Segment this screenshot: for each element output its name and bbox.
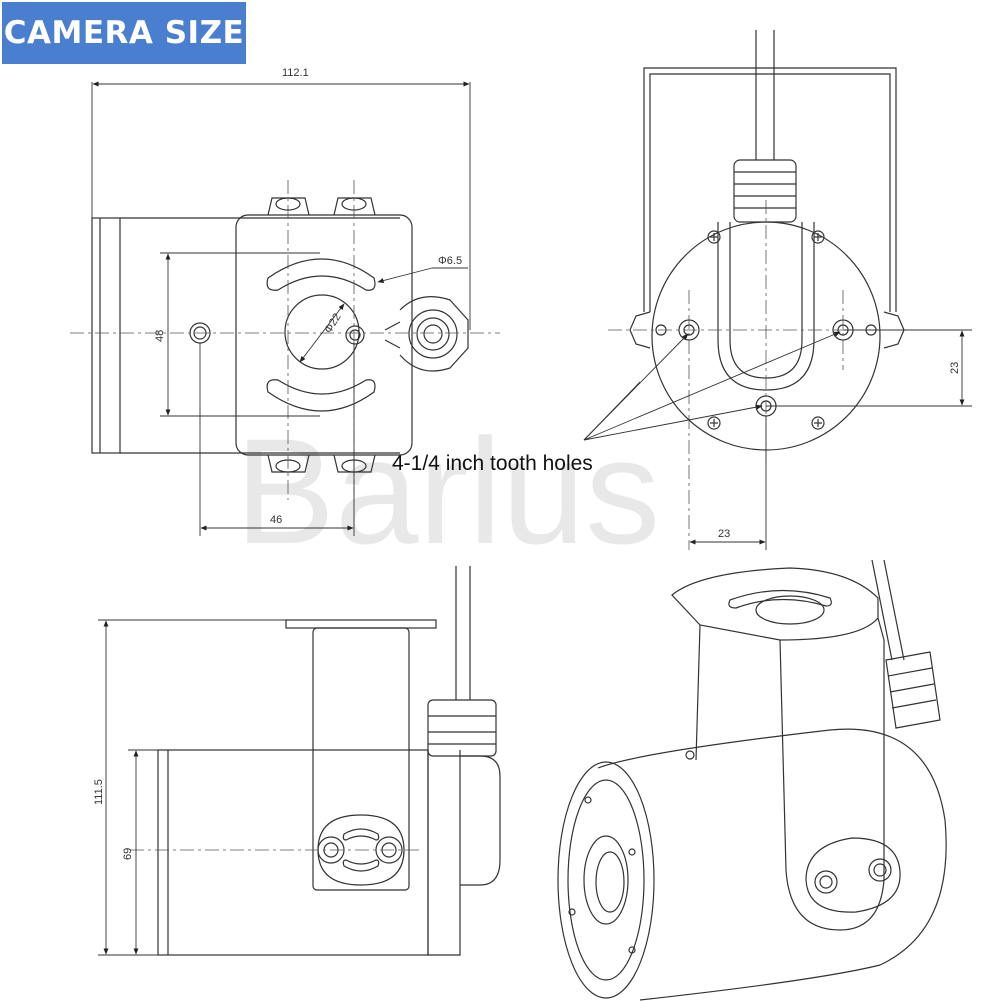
rear-view-dims xyxy=(583,329,972,550)
dim-height-total: 111.5 xyxy=(93,779,105,805)
dim-body-dia: 69 xyxy=(122,848,134,860)
dim-rear-vertical: 23 xyxy=(949,362,961,374)
dim-slot-spacing: 48 xyxy=(154,330,166,342)
rear-view-crosses xyxy=(710,233,822,427)
rear-view xyxy=(629,30,905,451)
mount-plate xyxy=(235,214,413,456)
dim-width-total: 112.1 xyxy=(282,67,309,79)
tooth-holes-callout: 4-1/4 inch tooth holes xyxy=(392,452,593,475)
dim-rear-horizontal: 23 xyxy=(718,528,730,540)
top-view xyxy=(91,197,469,473)
dim-hole-offset: 46 xyxy=(270,514,282,526)
dim-center-dia: Φ22 xyxy=(322,311,343,335)
top-view-centerlines xyxy=(70,180,500,500)
camera-size-badge: CAMERA SIZE xyxy=(2,2,246,64)
rear-view-centerlines xyxy=(608,200,930,550)
lens-ring xyxy=(91,217,121,454)
side-view xyxy=(157,566,501,956)
side-view-dims xyxy=(98,619,286,956)
top-view-dims xyxy=(91,81,471,536)
dim-hole-dia: Φ6.5 xyxy=(438,255,462,267)
iso-view xyxy=(557,559,947,1001)
